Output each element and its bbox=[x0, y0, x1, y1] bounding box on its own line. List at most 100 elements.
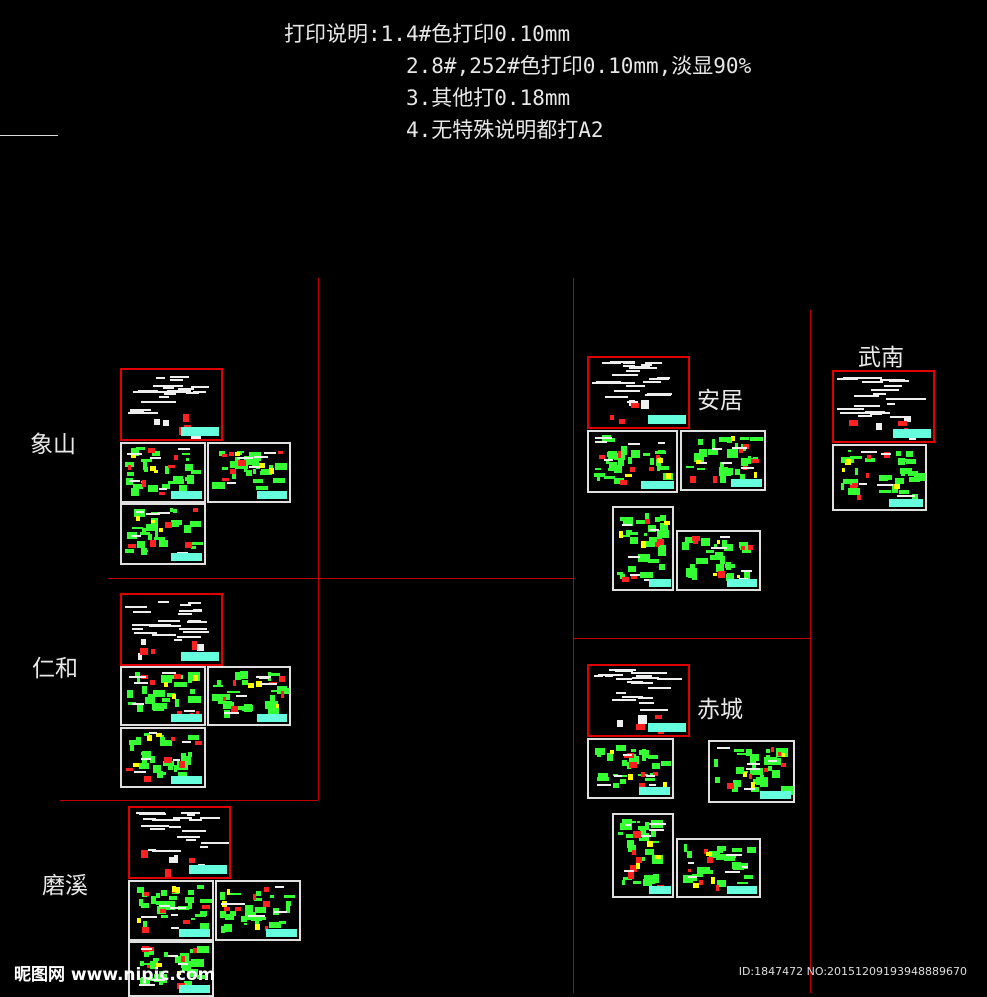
drawing-mark bbox=[150, 896, 157, 905]
drawing-mark bbox=[170, 926, 179, 929]
drawing-mark bbox=[148, 948, 154, 955]
drawing-mark bbox=[218, 450, 225, 456]
drawing-mark bbox=[627, 774, 633, 781]
drawing-mark bbox=[750, 436, 763, 441]
drawing-mark bbox=[610, 361, 636, 364]
drawing-mark bbox=[138, 984, 156, 987]
drawing-mark bbox=[125, 549, 135, 553]
drawing-mark bbox=[717, 747, 731, 750]
drawing-mark bbox=[720, 555, 725, 564]
drawing-mark bbox=[842, 467, 846, 472]
drawing-sheet[interactable] bbox=[587, 430, 678, 493]
drawing-sheet[interactable] bbox=[128, 941, 214, 997]
drawing-mark bbox=[186, 838, 197, 841]
drawing-sheet[interactable] bbox=[676, 530, 761, 591]
drawing-mark bbox=[132, 703, 145, 706]
drawing-sheet[interactable] bbox=[207, 442, 291, 503]
drawing-mark bbox=[612, 374, 638, 377]
drawing-sheet-notes[interactable] bbox=[587, 664, 690, 737]
drawing-mark bbox=[191, 469, 201, 475]
drawing-mark bbox=[163, 393, 176, 396]
drawing-sheet[interactable] bbox=[120, 503, 206, 565]
drawing-mark bbox=[764, 768, 768, 773]
drawing-mark bbox=[651, 763, 660, 770]
drawing-mark bbox=[638, 702, 654, 705]
drawing-mark bbox=[235, 706, 246, 711]
drawing-sheet[interactable] bbox=[120, 666, 206, 726]
drawing-sheet-notes[interactable] bbox=[128, 806, 231, 879]
drawing-mark bbox=[128, 701, 137, 706]
drawing-mark bbox=[183, 920, 191, 925]
drawing-mark bbox=[156, 770, 164, 778]
drawing-mark bbox=[262, 901, 270, 908]
drawing-mark bbox=[223, 701, 234, 709]
drawing-mark bbox=[648, 558, 659, 563]
drawing-mark bbox=[613, 773, 618, 777]
drawing-mark bbox=[718, 437, 727, 442]
drawing-mark bbox=[159, 970, 165, 978]
drawing-mark bbox=[615, 745, 626, 751]
drawing-mark bbox=[190, 386, 209, 389]
drawing-mark bbox=[170, 913, 178, 916]
drawing-mark bbox=[159, 391, 186, 394]
drawing-mark bbox=[731, 479, 763, 487]
drawing-mark bbox=[187, 735, 199, 740]
drawing-sheet[interactable] bbox=[120, 442, 206, 503]
drawing-mark bbox=[141, 978, 150, 987]
drawing-mark bbox=[244, 465, 248, 473]
drawing-mark bbox=[843, 479, 854, 485]
drawing-sheet[interactable] bbox=[207, 666, 291, 726]
drawing-mark bbox=[643, 532, 648, 536]
drawing-mark bbox=[253, 456, 269, 459]
drawing-mark bbox=[136, 541, 146, 548]
drawing-mark bbox=[159, 740, 173, 747]
drawing-mark bbox=[134, 631, 157, 634]
drawing-mark bbox=[716, 539, 720, 545]
drawing-sheet[interactable] bbox=[832, 444, 927, 511]
drawing-mark bbox=[594, 675, 604, 678]
drawing-sheet[interactable] bbox=[708, 740, 795, 803]
drawing-mark bbox=[182, 452, 191, 456]
drawing-sheet[interactable] bbox=[128, 880, 214, 941]
drawing-mark bbox=[141, 926, 149, 934]
drawing-mark bbox=[188, 696, 201, 704]
drawing-sheet-notes[interactable] bbox=[832, 370, 935, 443]
drawing-sheet[interactable] bbox=[215, 880, 301, 941]
drawing-mark bbox=[164, 952, 169, 957]
drawing-mark bbox=[622, 819, 632, 826]
drawing-mark bbox=[199, 846, 208, 849]
drawing-mark bbox=[141, 547, 147, 555]
drawing-mark bbox=[626, 370, 641, 373]
drawing-mark bbox=[231, 706, 239, 712]
drawing-mark bbox=[701, 538, 711, 546]
drawing-mark bbox=[164, 869, 172, 877]
drawing-mark bbox=[610, 750, 615, 755]
drawing-mark bbox=[878, 477, 888, 481]
drawing-mark bbox=[266, 929, 298, 937]
drawing-mark bbox=[726, 579, 758, 587]
drawing-mark bbox=[148, 534, 153, 540]
drawing-mark bbox=[655, 855, 661, 860]
drawing-sheet[interactable] bbox=[587, 738, 674, 799]
print-note-item: 3.其他打0.18mm bbox=[406, 86, 571, 110]
drawing-sheet-notes[interactable] bbox=[587, 356, 690, 429]
drawing-mark bbox=[248, 466, 261, 469]
drawing-mark bbox=[232, 680, 236, 686]
drawing-mark bbox=[711, 439, 716, 448]
drawing-sheet-notes[interactable] bbox=[120, 368, 223, 441]
drawing-mark bbox=[692, 873, 704, 878]
drawing-mark bbox=[715, 552, 724, 559]
drawing-mark bbox=[247, 704, 253, 711]
drawing-sheet-notes[interactable] bbox=[120, 593, 223, 666]
drawing-mark bbox=[636, 724, 646, 731]
drawing-mark bbox=[132, 763, 140, 767]
drawing-mark bbox=[140, 850, 148, 858]
drawing-sheet[interactable] bbox=[612, 506, 674, 591]
drawing-sheet[interactable] bbox=[120, 727, 206, 788]
drawing-mark bbox=[617, 457, 625, 466]
drawing-mark bbox=[176, 970, 182, 976]
drawing-sheet[interactable] bbox=[612, 813, 674, 898]
drawing-mark bbox=[171, 776, 203, 784]
drawing-sheet[interactable] bbox=[680, 430, 766, 491]
drawing-sheet[interactable] bbox=[676, 838, 761, 898]
